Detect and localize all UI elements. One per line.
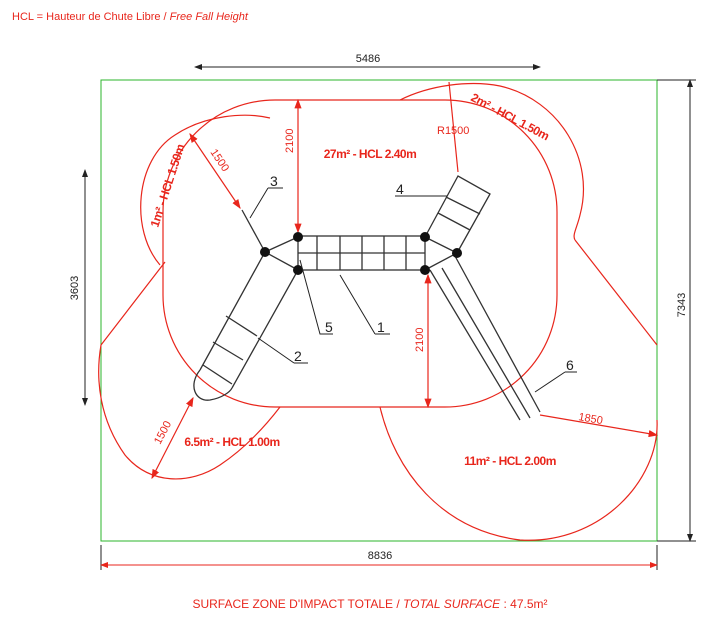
clear-right-text: 1850 xyxy=(577,411,603,427)
dim-left-text: 3603 xyxy=(69,276,81,300)
zone-top-left-label: 1m² - HCL 1.50m xyxy=(148,143,188,229)
part-label-1: 1 xyxy=(377,319,385,335)
part-label-4: 4 xyxy=(396,181,404,197)
pole-3 xyxy=(241,209,266,253)
part-label-3: 3 xyxy=(270,173,278,189)
ladder-base xyxy=(193,369,233,401)
clear-right-line xyxy=(539,414,659,438)
clear-top-text: 2100 xyxy=(284,129,296,153)
overall-dimensions xyxy=(82,64,696,570)
climber-4 xyxy=(424,175,491,254)
dim-top-text: 5486 xyxy=(356,53,380,65)
impact-zones xyxy=(98,82,658,541)
zone-top-left-outline xyxy=(140,114,271,266)
clear-left-line xyxy=(189,133,241,209)
zone-bottom-right-outline xyxy=(379,406,658,541)
dim-right-text: 7343 xyxy=(676,293,688,317)
clear-left-text: 1500 xyxy=(208,147,232,174)
radius-text: R1500 xyxy=(437,125,469,137)
dim-bottom-text: 8836 xyxy=(368,550,392,562)
ladder-2 xyxy=(199,251,299,389)
zone-bottom-left-label: 6.5m² - HCL 1.00m xyxy=(184,435,279,449)
play-structure xyxy=(193,175,541,421)
slide-6 xyxy=(429,255,541,421)
zone-main-label: 27m² - HCL 2.40m xyxy=(324,147,416,161)
part-leaders xyxy=(249,187,577,393)
radius-leader xyxy=(448,81,459,173)
part-label-6: 6 xyxy=(566,357,574,373)
zone-top-right-label: 2m² - HCL 1.50m xyxy=(469,90,552,143)
total-surface-caption: SURFACE ZONE D'IMPACT TOTALE / TOTAL SUR… xyxy=(192,597,547,611)
posts xyxy=(260,232,462,275)
part-label-5: 5 xyxy=(325,319,333,335)
zone-main-outline xyxy=(162,99,558,408)
total-boundary xyxy=(100,79,658,542)
part-label-2: 2 xyxy=(294,348,302,364)
clear-bottom-left-line xyxy=(151,396,194,480)
clear-bottom-text: 2100 xyxy=(414,328,426,352)
zone-top-right-outline xyxy=(399,82,585,241)
zone-bottom-right-label: 11m² - HCL 2.00m xyxy=(464,454,556,468)
header-legend: HCL = Hauteur de Chute Libre / Free Fall… xyxy=(12,11,249,23)
